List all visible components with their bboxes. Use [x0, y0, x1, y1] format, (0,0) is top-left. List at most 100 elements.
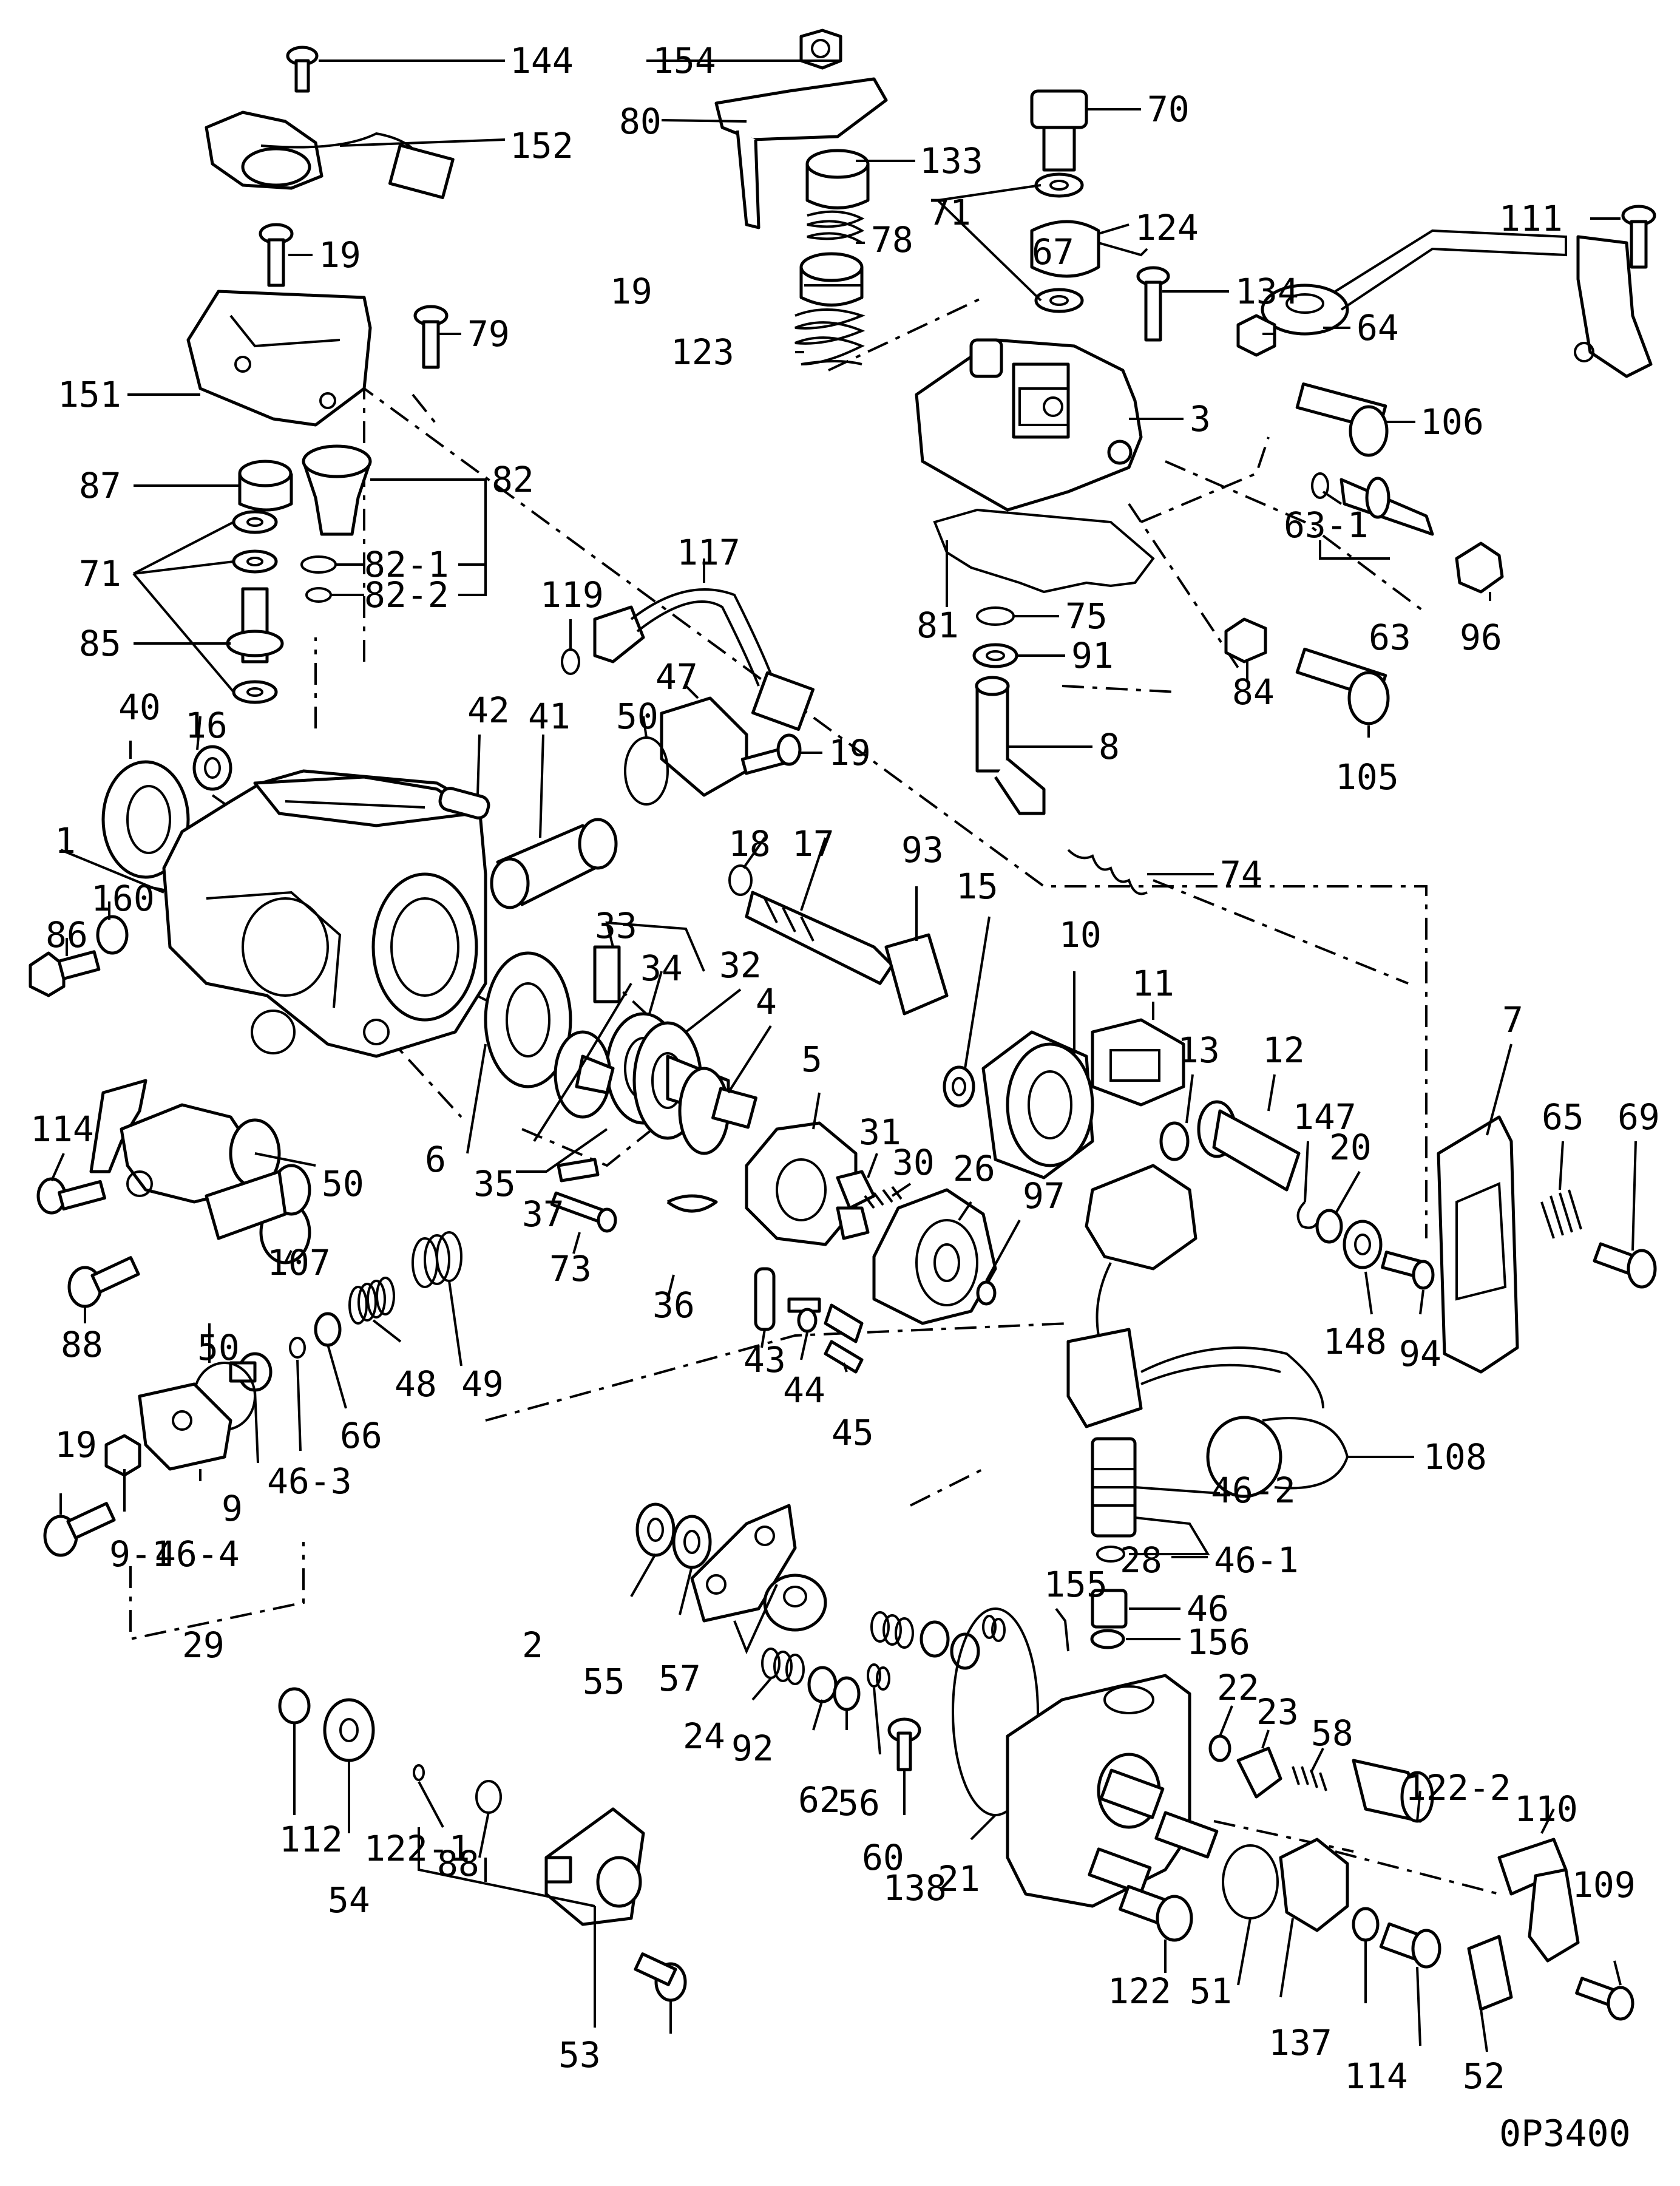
part-40-seal — [101, 760, 190, 879]
callout-label: 21 — [938, 1858, 980, 1899]
part-117-sensor — [593, 588, 815, 731]
callout-label: 58 — [1311, 1712, 1353, 1754]
callout-label: 96 — [1460, 617, 1502, 658]
callout-label: 154 — [652, 40, 716, 81]
callout-label: 46-2 — [1211, 1470, 1296, 1511]
part-49-spring — [412, 1231, 462, 1288]
part-144-screw — [286, 46, 319, 93]
callout-label: 63-1 — [1284, 504, 1369, 546]
callout-label: 108 — [1423, 1436, 1487, 1478]
callout-label: 137 — [1268, 2022, 1332, 2063]
part-19-screw-b — [413, 305, 449, 369]
part-86-bolt — [29, 950, 101, 997]
part-12-pin — [1197, 1100, 1301, 1192]
callout-label: 26 — [953, 1148, 995, 1189]
part-54-oring — [1222, 1844, 1279, 1920]
part-36-key — [666, 1194, 718, 1213]
part-45-key — [824, 1303, 864, 1374]
part-84-nut — [1224, 617, 1267, 664]
part-58-washer — [807, 1666, 838, 1703]
part-52-bolt — [1379, 1922, 1441, 1969]
callout-label: 1 — [55, 820, 76, 861]
callout-label: 82 — [492, 459, 534, 500]
part-46-1-cover — [138, 1382, 232, 1471]
callout-label: 85 — [79, 623, 121, 664]
part-9-1-oring — [1096, 1546, 1125, 1563]
callout-label: 37 — [522, 1193, 564, 1235]
part-30-spring — [864, 1186, 903, 1209]
part-62-spring — [867, 1663, 890, 1691]
callout-label: 9 — [222, 1488, 243, 1529]
callout-label: 81 — [916, 605, 959, 646]
part-80-lever — [714, 77, 888, 229]
part-28-washer — [635, 1502, 676, 1557]
callout-label: 17 — [792, 823, 835, 864]
part-114-screw-lower — [634, 1952, 687, 2002]
part-122-1-oring — [475, 1780, 502, 1814]
callout-label: 29 — [182, 1624, 225, 1666]
part-110-washer — [278, 1687, 311, 1725]
part-11-coupling — [1091, 1018, 1185, 1107]
callout-label: 64 — [1357, 307, 1399, 348]
callout-label: 88 — [437, 1843, 479, 1884]
callout-label: 65 — [1542, 1096, 1584, 1138]
callout-label: 67 — [1032, 231, 1074, 273]
part-64-nut — [1236, 314, 1276, 357]
callout-label: 82-1 — [364, 544, 449, 585]
part-22-valve — [1236, 1746, 1282, 1799]
callout-label: 41 — [528, 696, 571, 737]
part-16-bushing — [192, 745, 232, 791]
callout-label: 110 — [1514, 1788, 1578, 1830]
callout-label: 117 — [677, 532, 740, 573]
part-73-screw — [550, 1191, 617, 1233]
part-57-spring — [761, 1648, 805, 1685]
part-75-oring — [976, 606, 1015, 626]
part-94-pin — [1381, 1251, 1435, 1290]
part-41-sleeve — [490, 818, 618, 909]
callout-label: 105 — [1335, 756, 1399, 798]
callout-label: 60 — [862, 1837, 904, 1878]
callout-label: 35 — [473, 1163, 516, 1204]
part-124-lever — [1030, 220, 1148, 278]
callout-label: 122-1 — [364, 1828, 470, 1869]
callout-label: 133 — [920, 140, 983, 182]
callout-label: 50 — [616, 696, 659, 737]
part-48-spring — [348, 1277, 395, 1325]
callout-label: 70 — [1147, 89, 1190, 130]
callout-label: 5 — [801, 1039, 822, 1080]
callout-label: 6 — [425, 1139, 446, 1180]
part-105-bolt — [1295, 647, 1390, 725]
part-70-bolt — [1030, 89, 1088, 172]
part-82-2-oring — [305, 587, 332, 603]
part-4-plunger — [666, 1054, 757, 1155]
callout-label: 3 — [1190, 398, 1211, 440]
callout-label: 8 — [1099, 726, 1120, 767]
callout-label: 91 — [1071, 635, 1114, 676]
callout-label: 57 — [659, 1658, 701, 1699]
part-160-washer — [96, 915, 129, 955]
part-122-valve — [544, 1807, 645, 1926]
leader-lines — [50, 59, 1637, 2052]
part-69-bolt — [1593, 1242, 1657, 1289]
part-2-head — [1006, 1674, 1219, 1908]
part-51-plug — [1279, 1838, 1349, 1932]
callout-label: 156 — [1187, 1621, 1250, 1663]
part-109-bushing — [323, 1698, 375, 1762]
part-3-cover — [915, 338, 1143, 512]
callout-label: 66 — [340, 1415, 382, 1456]
part-137-bracket — [1467, 1935, 1513, 2011]
callout-label: 86 — [46, 914, 88, 956]
callout-label: 50 — [322, 1163, 364, 1204]
callout-label: 88 — [61, 1324, 103, 1365]
callout-label: 80 — [619, 101, 662, 142]
callout-label: 43 — [743, 1339, 786, 1380]
callout-label: 48 — [395, 1363, 437, 1405]
callout-label: 75 — [1065, 596, 1108, 637]
part-123-lever — [1261, 229, 1653, 378]
callout-label: 44 — [783, 1370, 825, 1411]
callout-label: 33 — [595, 905, 637, 946]
callout-label: 82-2 — [364, 574, 449, 616]
callout-label: 46 — [1187, 1588, 1229, 1629]
part-1-housing — [162, 769, 487, 1058]
